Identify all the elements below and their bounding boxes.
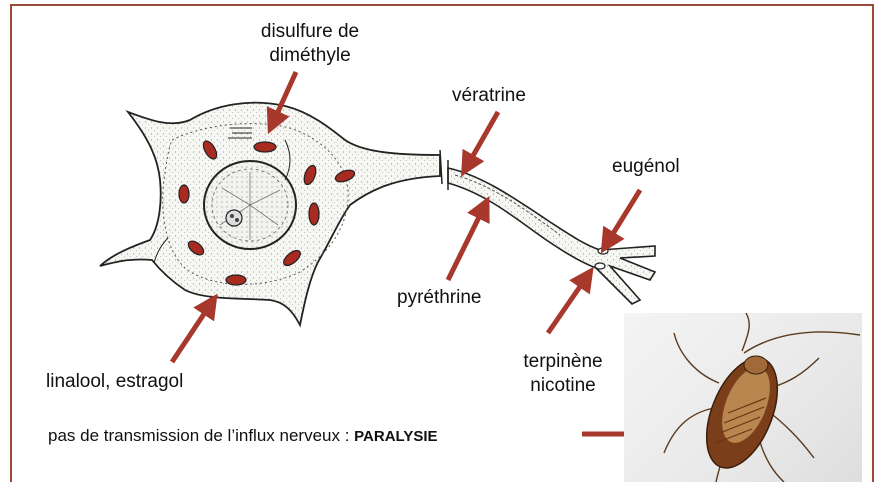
label-disulfure-line2: diméthyle <box>240 44 380 68</box>
label-terpinene: terpinène nicotine <box>502 350 624 398</box>
footer-text: pas de transmission de l’influx nerveux … <box>48 426 354 445</box>
arrow-terpinene <box>548 275 588 333</box>
label-disulfure-line1: disulfure de <box>240 20 380 44</box>
arrow-veratrine <box>466 112 498 168</box>
nucleolus <box>226 210 242 226</box>
arrow-eugenol <box>606 190 640 245</box>
label-pyrethrine: pyréthrine <box>397 286 482 310</box>
arrow-pyrethrine <box>448 205 485 280</box>
footer-caption: pas de transmission de l’influx nerveux … <box>48 425 438 448</box>
cockroach-icon <box>624 313 862 482</box>
axon <box>448 168 655 304</box>
label-terpinene-line1: terpinène <box>502 350 624 374</box>
label-veratrine: vératrine <box>452 84 526 108</box>
label-terpinene-line2: nicotine <box>502 374 624 398</box>
label-eugenol: eugénol <box>612 155 680 179</box>
label-disulfure: disulfure de diméthyle <box>240 20 380 68</box>
footer-emphasis: PARALYSIE <box>354 428 437 445</box>
cockroach-photo <box>624 313 862 482</box>
label-linalool: linalool, estragol <box>46 370 183 394</box>
arrow-linalool <box>172 302 212 362</box>
